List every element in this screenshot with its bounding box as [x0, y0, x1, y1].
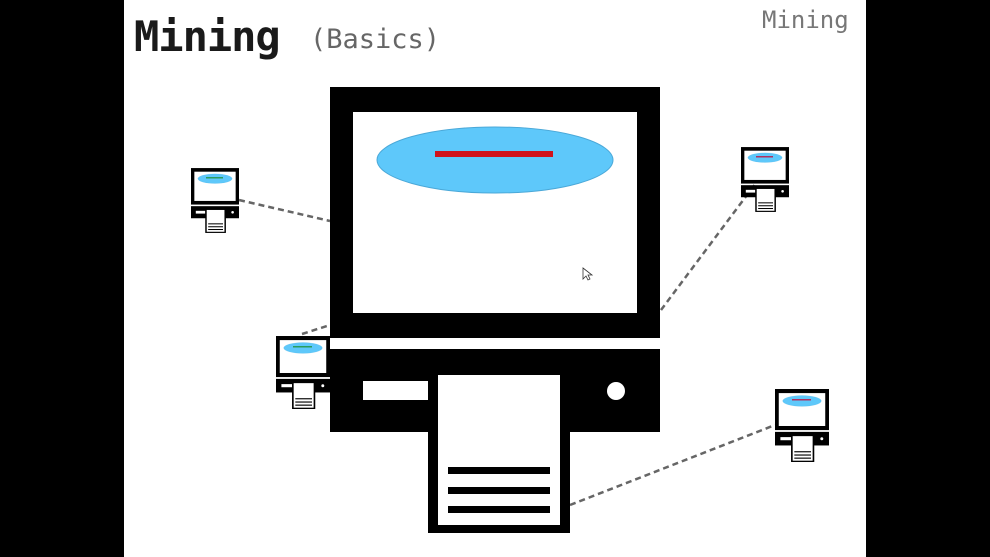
- central-computer: [330, 87, 660, 533]
- peer-computer: [191, 168, 239, 233]
- peer-computer: [775, 389, 829, 462]
- block-bar: [435, 151, 553, 157]
- peer-computer: [741, 147, 789, 212]
- link-line: [301, 323, 331, 336]
- peer-computer: [276, 336, 330, 409]
- slide-title: Mining: [134, 12, 281, 61]
- slide-subtitle: (Basics): [310, 24, 441, 55]
- mouse-cursor-icon: [582, 267, 594, 281]
- link-line: [569, 423, 776, 507]
- link-line: [659, 182, 758, 311]
- section-label: Mining: [762, 6, 849, 34]
- link-line: [238, 198, 331, 223]
